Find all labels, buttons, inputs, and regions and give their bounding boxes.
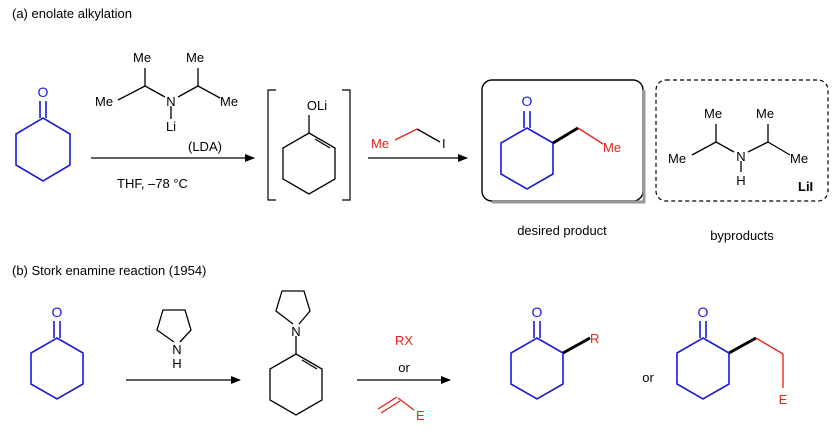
lda-me-left: Me bbox=[95, 94, 113, 109]
product2-e: E bbox=[779, 392, 788, 407]
product-michael bbox=[676, 321, 730, 400]
pyrrolidine-hydrogen: H bbox=[172, 356, 181, 371]
lda-me-right: Me bbox=[220, 94, 238, 109]
conditions-text: THF, –78 °C bbox=[117, 176, 188, 191]
ethyl-bond-1 bbox=[394, 128, 418, 141]
lda-me-top-right: Me bbox=[186, 50, 204, 65]
product-wedge-bond bbox=[552, 126, 579, 145]
ethyl-iodine: I bbox=[442, 136, 446, 151]
enamine bbox=[269, 290, 323, 416]
product1-r: R bbox=[590, 331, 599, 346]
byproducts-caption: byproducts bbox=[710, 228, 774, 243]
product2-wedge-bond bbox=[728, 336, 757, 355]
ethyl-me: Me bbox=[371, 136, 389, 151]
bracket-right bbox=[342, 89, 351, 201]
product-box-shadow bbox=[492, 90, 646, 204]
vinyl-electrophile bbox=[377, 396, 415, 414]
byproduct-me-top-right: Me bbox=[756, 106, 774, 121]
ketone-oxygen-b: O bbox=[52, 304, 63, 320]
product1-wedge-bond bbox=[562, 336, 591, 355]
bracket-left bbox=[267, 89, 276, 201]
lda-lithium: Li bbox=[166, 119, 176, 134]
product2-oxygen: O bbox=[698, 304, 709, 320]
enamine-nitrogen: N bbox=[291, 324, 300, 339]
byproduct-lii: LiI bbox=[798, 179, 813, 194]
product-oxygen: O bbox=[522, 93, 533, 109]
byproduct-me-right: Me bbox=[790, 151, 808, 166]
cyclohexanone-a bbox=[15, 101, 71, 182]
pyrrolidine bbox=[156, 309, 192, 343]
product-alkyl bbox=[510, 321, 564, 400]
or-between-products: or bbox=[642, 370, 654, 385]
product-ethyl-bond bbox=[577, 127, 604, 145]
byproduct-me-left: Me bbox=[668, 151, 686, 166]
byproducts-box bbox=[655, 79, 829, 202]
reagent-e: E bbox=[416, 408, 425, 423]
reagent-or: or bbox=[398, 360, 410, 375]
diisopropylamine bbox=[691, 124, 791, 172]
section-a-label: (a) enolate alkylation bbox=[12, 6, 132, 21]
lda-me-top-left: Me bbox=[133, 50, 151, 65]
section-b-label: (b) Stork enamine reaction (1954) bbox=[12, 263, 206, 278]
pyrrolidine-nitrogen: N bbox=[172, 342, 181, 357]
product-caption: desired product bbox=[517, 223, 607, 238]
ethyl-bond-2 bbox=[416, 128, 441, 143]
byproduct-hydrogen: H bbox=[736, 173, 745, 188]
enolate-oli: OLi bbox=[307, 98, 327, 113]
ketone-oxygen-a: O bbox=[38, 84, 49, 100]
lda-nitrogen: N bbox=[166, 94, 175, 109]
byproduct-nitrogen: N bbox=[736, 149, 745, 164]
product1-oxygen: O bbox=[532, 304, 543, 320]
reagent-rx: RX bbox=[395, 333, 413, 348]
byproduct-me-top-left: Me bbox=[704, 106, 722, 121]
product2-chain bbox=[755, 337, 784, 388]
lithium-enolate bbox=[282, 115, 336, 195]
lda-structure bbox=[117, 68, 221, 119]
product-me: Me bbox=[603, 140, 621, 155]
lda-name: (LDA) bbox=[188, 139, 222, 154]
cyclohexanone-b bbox=[30, 321, 84, 400]
